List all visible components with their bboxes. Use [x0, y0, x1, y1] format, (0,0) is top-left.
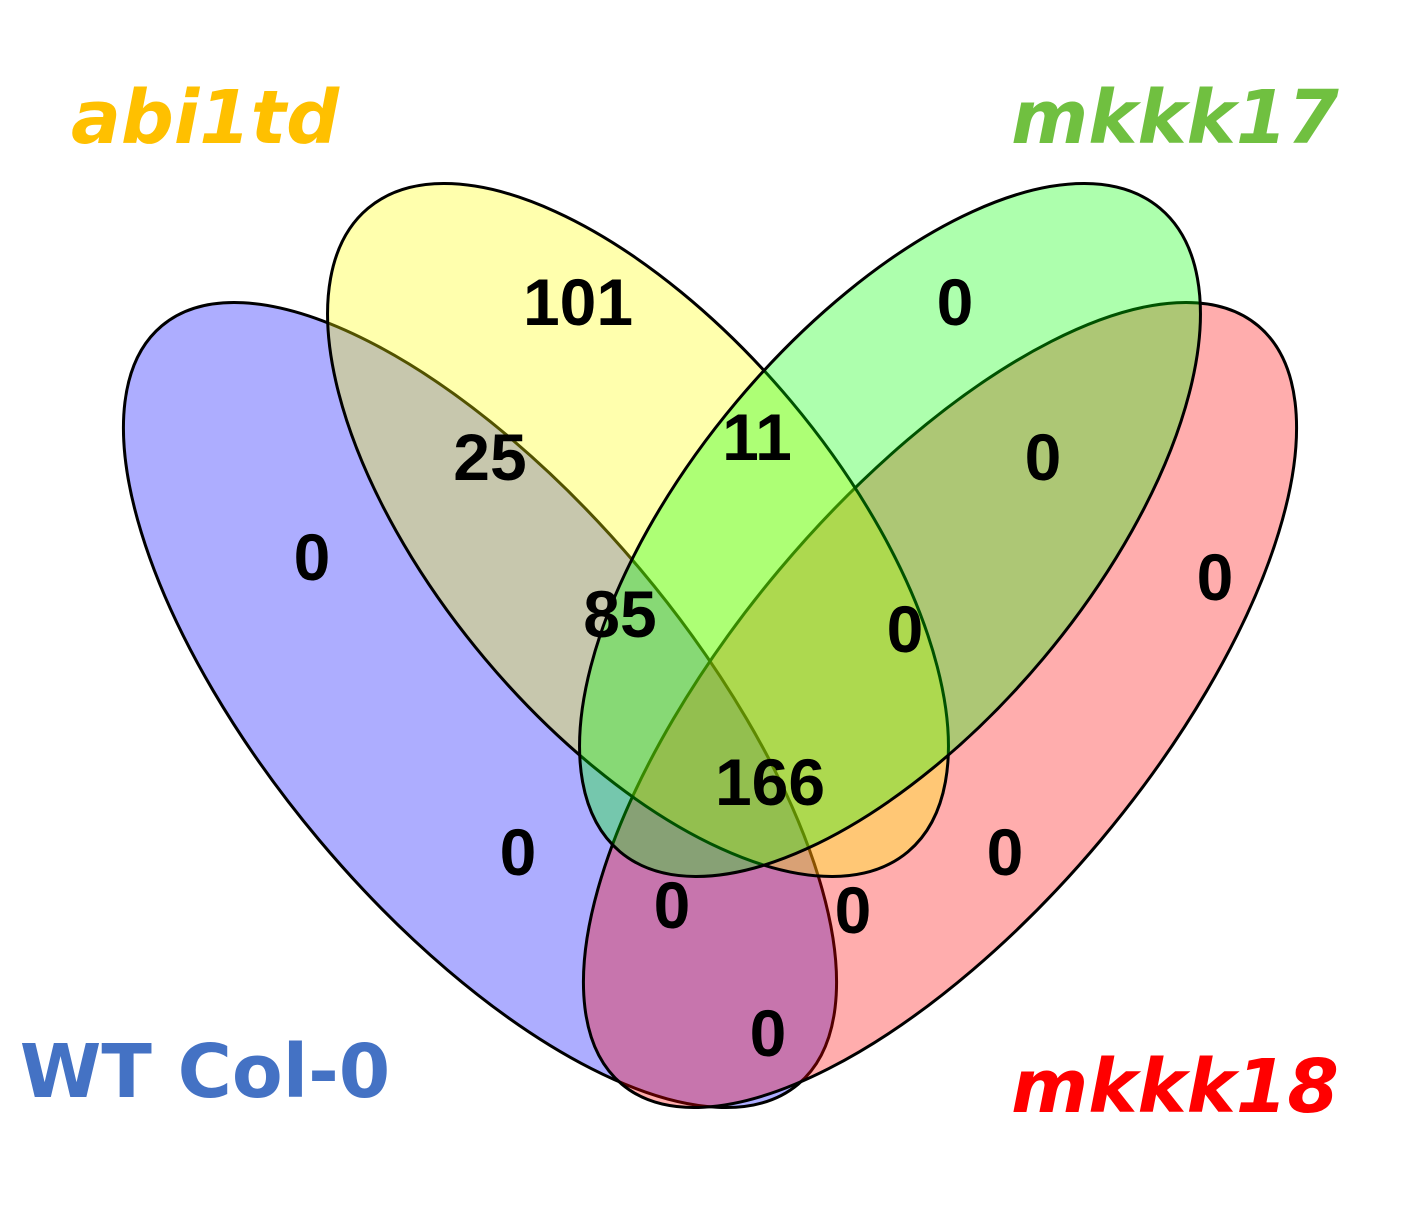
ellipse-mkkk18 [581, 300, 1299, 1110]
label-mkkk17: mkkk17 [1011, 75, 1339, 161]
count-wt-only: 0 [294, 520, 331, 594]
count-wt-abi1td-mkkk17: 85 [583, 577, 656, 651]
count-wt-mkkk17-mkkk18: 0 [654, 868, 691, 942]
count-wt-abi1td: 25 [453, 420, 526, 494]
count-wt-mkkk17: 0 [500, 815, 537, 889]
count-all-four: 166 [715, 745, 825, 819]
count-mkkk17-mkkk18: 0 [1025, 420, 1062, 494]
count-mkkk17-only: 0 [937, 265, 974, 339]
ellipse-mkkk17 [578, 182, 1202, 878]
count-abi1td-mkkk17-mkkk18: 0 [887, 592, 924, 666]
ellipse-abi1td [326, 182, 950, 878]
count-wt-abi1td-mkkk18: 0 [835, 873, 872, 947]
count-abi1td-mkkk18: 0 [987, 815, 1024, 889]
count-wt-mkkk18: 0 [750, 996, 787, 1070]
label-abi1td: abi1td [71, 75, 340, 161]
count-mkkk18-only: 0 [1197, 540, 1234, 614]
label-wt-col-0: WT Col-0 [20, 1029, 391, 1115]
label-mkkk18: mkkk18 [1011, 1044, 1339, 1130]
count-abi1td-mkkk17: 11 [722, 400, 792, 474]
count-abi1td-only: 101 [523, 265, 633, 339]
